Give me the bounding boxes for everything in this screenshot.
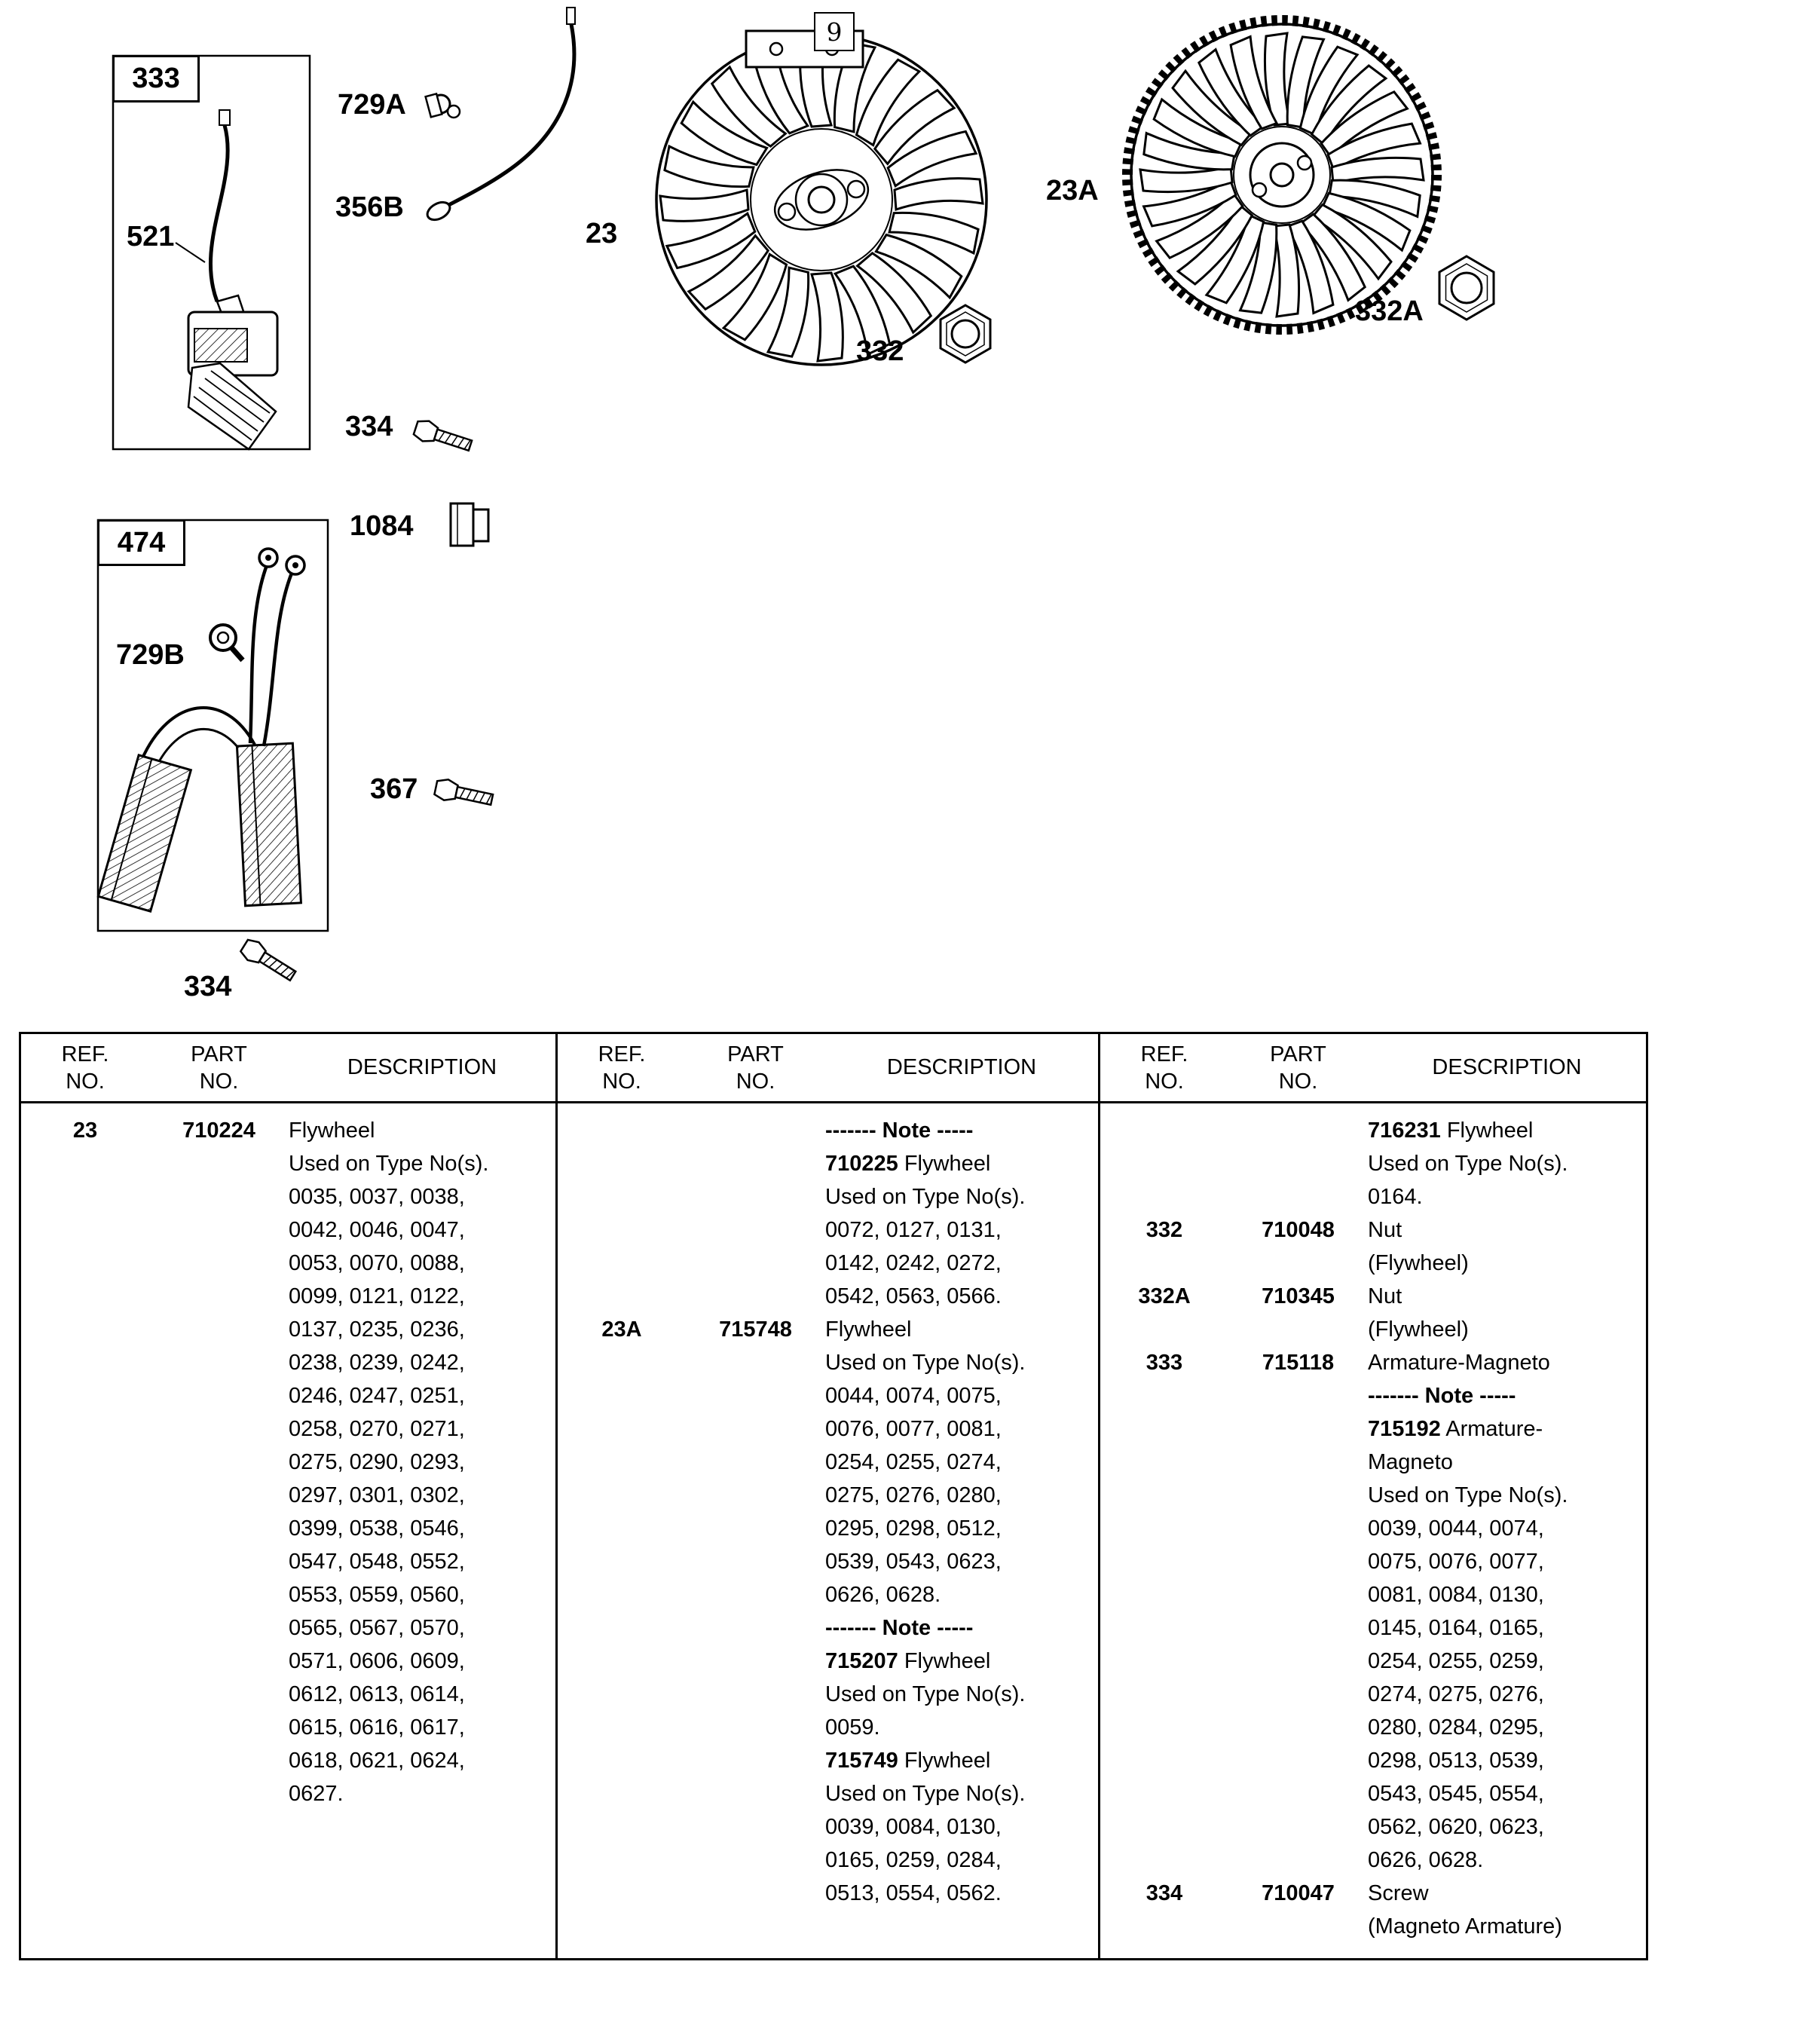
callout-box-label-474: 474 xyxy=(97,519,185,566)
header-part-no: PART NO. xyxy=(191,1042,247,1094)
table-column-1: REF. NO. PART NO. DESCRIPTION 23 710224 Fl… xyxy=(21,1034,558,1958)
flywheel-23A-illustration xyxy=(1122,15,1442,335)
header-description: DESCRIPTION xyxy=(1432,1055,1582,1079)
table-column-3: REF. NO. PART NO. DESCRIPTION 716231 Fly… xyxy=(1100,1034,1646,1958)
column-header: REF. NO. PART NO. DESCRIPTION xyxy=(1100,1034,1646,1103)
part-no-value: 710345 xyxy=(1262,1284,1335,1308)
part-no-value: 715748 xyxy=(719,1317,792,1342)
parts-table-entry: 332A 710345 Nut(Flywheel) xyxy=(1100,1280,1646,1346)
ref-no-value: 23A xyxy=(601,1317,642,1342)
armature-474-illustration xyxy=(96,547,306,913)
part-no-value xyxy=(686,1114,825,1313)
column-header: REF. NO. PART NO. DESCRIPTION xyxy=(558,1034,1098,1103)
group-box-474 xyxy=(96,519,329,932)
header-description: DESCRIPTION xyxy=(347,1055,497,1079)
screw-367-illustration xyxy=(433,776,495,811)
part-label-23A: 23A xyxy=(1046,175,1099,207)
header-ref-no: REF. NO. xyxy=(61,1042,109,1094)
ref-no-value: 23 xyxy=(72,1118,98,1143)
callout-box-label-333: 333 xyxy=(112,55,200,103)
clamp-729A-illustration xyxy=(424,92,461,119)
ref-no-value: 332 xyxy=(1146,1218,1183,1242)
header-description: DESCRIPTION xyxy=(886,1055,1037,1079)
header-ref-no: REF. NO. xyxy=(598,1042,646,1094)
ref-no-value: 334 xyxy=(1146,1881,1183,1905)
part-label-23: 23 xyxy=(586,218,618,249)
nut-332-illustration xyxy=(939,304,992,364)
part-label-332: 332 xyxy=(856,335,904,367)
column-header: REF. NO. PART NO. DESCRIPTION xyxy=(21,1034,555,1103)
armature-333-illustration xyxy=(187,109,279,451)
wire-356B-illustration xyxy=(426,7,577,222)
part-no-value: 715118 xyxy=(1262,1351,1335,1375)
ref-no-value xyxy=(558,1114,686,1313)
ref-no-value xyxy=(1100,1114,1228,1213)
screw-334-top-illustration xyxy=(411,417,475,457)
description-value: Armature-Magneto------- Note -----715192… xyxy=(1368,1351,1568,1872)
part-label-356B: 356B xyxy=(335,191,404,223)
description-value: Screw(Magneto Armature) xyxy=(1368,1881,1562,1939)
terminal-1084-illustration xyxy=(449,502,490,547)
parts-table-entry: 332 710048 Nut(Flywheel) xyxy=(1100,1213,1646,1280)
part-label-1084: 1084 xyxy=(350,510,414,542)
header-ref-no: REF. NO. xyxy=(1140,1042,1188,1094)
screw-334-bottom-illustration xyxy=(237,935,300,986)
header-part-no: PART NO. xyxy=(727,1042,784,1094)
ref-no-value: 332A xyxy=(1138,1284,1191,1308)
parts-diagram xyxy=(96,7,1495,986)
part-no-value: 710048 xyxy=(1262,1218,1335,1242)
ring-terminal-729B-illustration xyxy=(209,623,245,663)
part-no-value xyxy=(1228,1114,1368,1213)
description-value: Nut(Flywheel) xyxy=(1368,1218,1469,1275)
part-label-334-bottom: 334 xyxy=(184,971,232,1002)
part-label-729B: 729B xyxy=(116,639,185,671)
description-value: Nut(Flywheel) xyxy=(1368,1284,1469,1342)
part-no-value: 710224 xyxy=(182,1118,255,1143)
ref-no-value: 333 xyxy=(1146,1351,1183,1375)
callout-9: 9 xyxy=(814,12,855,51)
parts-table-entry: 334 710047 Screw(Magneto Armature) xyxy=(1100,1877,1646,1943)
group-box-333 xyxy=(112,54,311,451)
part-label-367: 367 xyxy=(370,773,418,805)
flywheel-23-illustration xyxy=(655,29,988,366)
header-part-no: PART NO. xyxy=(1270,1042,1326,1094)
leader-line-521 xyxy=(175,242,206,263)
table-column-2: REF. NO. PART NO. DESCRIPTION ------- No… xyxy=(558,1034,1100,1958)
nut-332A-illustration xyxy=(1438,255,1495,321)
part-label-332A: 332A xyxy=(1355,295,1424,327)
part-label-729A: 729A xyxy=(338,89,406,121)
part-label-521: 521 xyxy=(127,221,175,252)
part-label-334-top: 334 xyxy=(345,411,393,442)
part-no-value: 710047 xyxy=(1262,1881,1335,1905)
parts-table-entry: 333 715118 Armature-Magneto------- Note --… xyxy=(1100,1346,1646,1877)
